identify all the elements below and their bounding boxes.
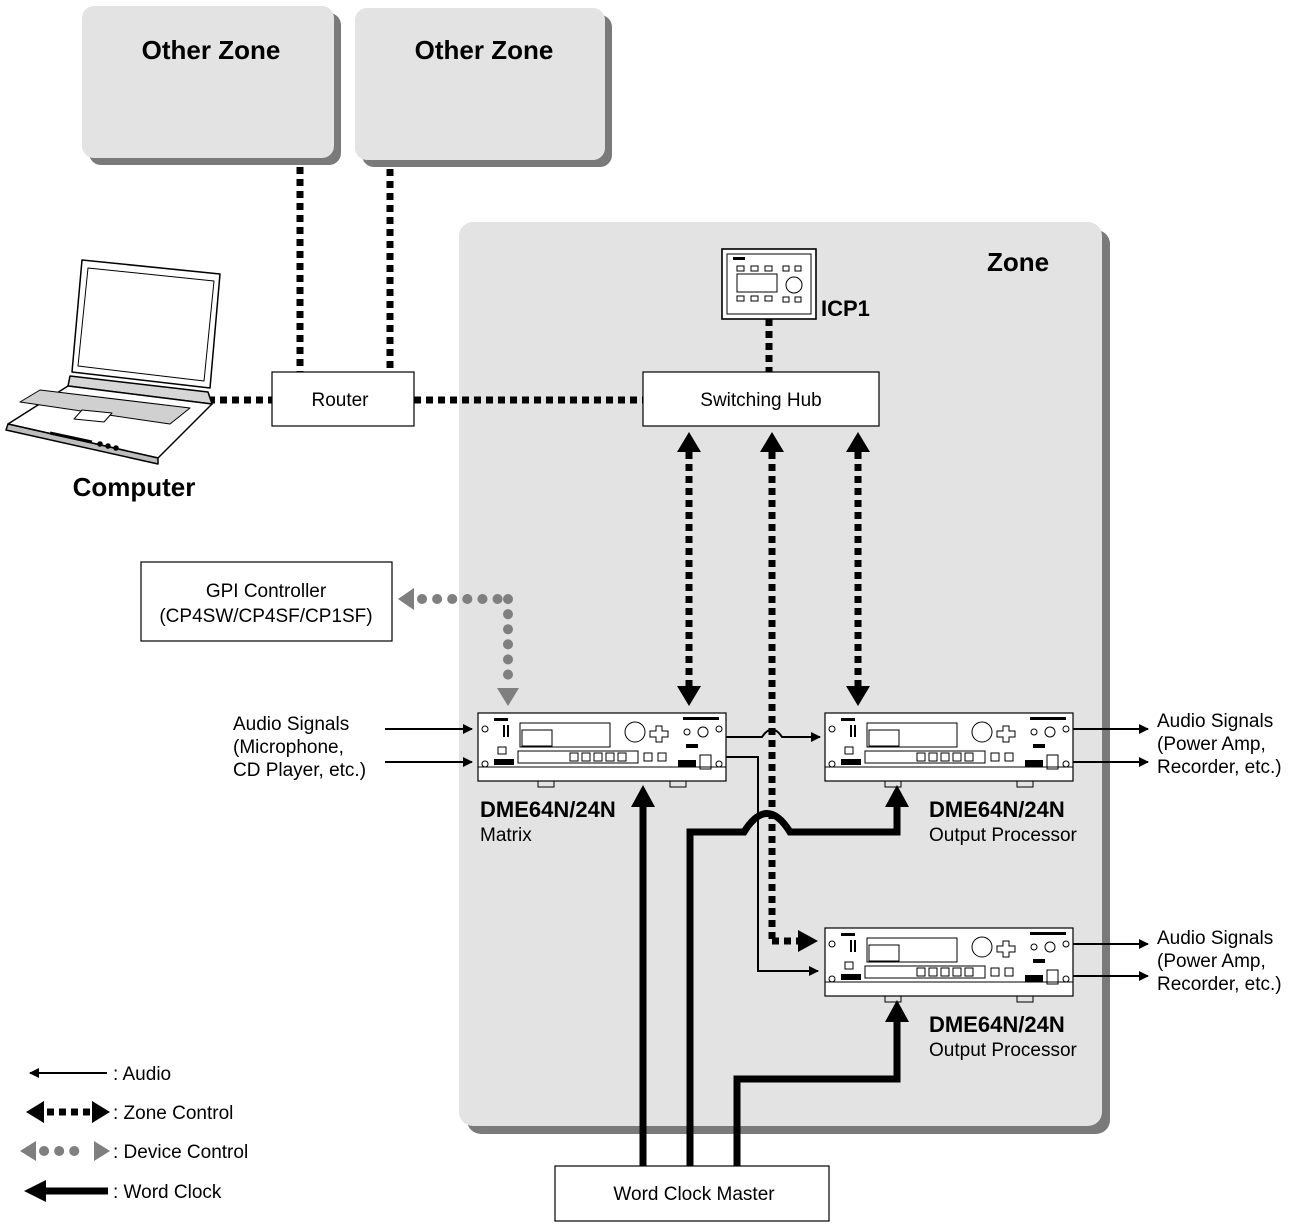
matrix-model: DME64N/24N: [480, 797, 616, 822]
legend: : Audio : Zone Control : Device Control …: [20, 1064, 248, 1203]
output2-model: DME64N/24N: [929, 1012, 1065, 1037]
router-label: Router: [311, 390, 369, 411]
router: Router: [271, 371, 415, 427]
audio-output2-line3: Recorder, etc.): [1157, 974, 1282, 995]
dme-output-processor-1: [824, 712, 1074, 788]
dme-output-processor-2: [824, 927, 1074, 1003]
audio-output1-label: Audio Signals (Power Amp, Recorder, etc.…: [1157, 711, 1282, 778]
computer-laptop: Computer: [5, 259, 221, 502]
audio-output2-label: Audio Signals (Power Amp, Recorder, etc.…: [1157, 928, 1282, 995]
audio-output1-line3: Recorder, etc.): [1157, 757, 1282, 778]
device-control-line: [417, 594, 513, 686]
legend-word-clock-label: : Word Clock: [113, 1182, 222, 1203]
matrix-caption: DME64N/24N Matrix: [480, 797, 616, 846]
icp1-panel: ICP1: [721, 248, 870, 321]
zone-label: Zone: [987, 247, 1049, 277]
output2-caption: DME64N/24N Output Processor: [929, 1012, 1078, 1061]
audio-output2-line1: Audio Signals: [1157, 928, 1273, 949]
computer-label: Computer: [73, 472, 196, 502]
legend-zone-control: : Zone Control: [26, 1101, 233, 1124]
audio-output1-line1: Audio Signals: [1157, 711, 1273, 732]
word-clock-master: Word Clock Master: [554, 1165, 830, 1222]
icp1-label: ICP1: [821, 296, 870, 321]
zone-control-lines: [208, 167, 862, 945]
switching-hub-label: Switching Hub: [700, 390, 821, 411]
audio-input-line1: Audio Signals: [233, 714, 349, 735]
audio-output2-line2: (Power Amp,: [1157, 951, 1266, 972]
dme-matrix-unit: [477, 712, 727, 788]
legend-word-clock: : Word Clock: [24, 1180, 222, 1203]
audio-input-line3: CD Player, etc.): [233, 760, 366, 781]
zone-control-arrowheads: [677, 432, 870, 952]
other-zone-1: Other Zone: [82, 6, 341, 165]
switching-hub: Switching Hub: [642, 371, 880, 427]
output1-model: DME64N/24N: [929, 797, 1065, 822]
legend-zone-control-label: : Zone Control: [113, 1103, 233, 1124]
audio-input-label: Audio Signals (Microphone, CD Player, et…: [233, 714, 366, 781]
legend-device-control: : Device Control: [20, 1141, 248, 1163]
gpi-controller-line1: GPI Controller: [206, 581, 327, 602]
legend-audio-label: : Audio: [113, 1064, 171, 1085]
output1-role: Output Processor: [929, 825, 1078, 846]
legend-device-control-label: : Device Control: [113, 1142, 248, 1163]
other-zone-1-label: Other Zone: [142, 35, 281, 65]
zone-area: Zone: [459, 222, 1110, 1134]
matrix-role: Matrix: [480, 825, 532, 846]
output2-role: Output Processor: [929, 1040, 1078, 1061]
word-clock-arrowheads: [631, 785, 909, 1022]
audio-input-line2: (Microphone,: [233, 737, 344, 758]
other-zone-2: Other Zone: [355, 8, 612, 167]
legend-audio: : Audio: [29, 1064, 171, 1085]
gpi-controller-line2: (CP4SW/CP4SF/CP1SF): [159, 606, 372, 627]
device-control-arrowheads: [398, 588, 519, 706]
audio-output1-line2: (Power Amp,: [1157, 734, 1266, 755]
other-zone-2-label: Other Zone: [415, 35, 554, 65]
audio-lines: [385, 724, 1149, 981]
word-clock-master-label: Word Clock Master: [613, 1184, 775, 1205]
output1-caption: DME64N/24N Output Processor: [929, 797, 1078, 846]
gpi-controller: GPI Controller (CP4SW/CP4SF/CP1SF): [140, 561, 393, 642]
word-clock-lines: [639, 806, 901, 1166]
